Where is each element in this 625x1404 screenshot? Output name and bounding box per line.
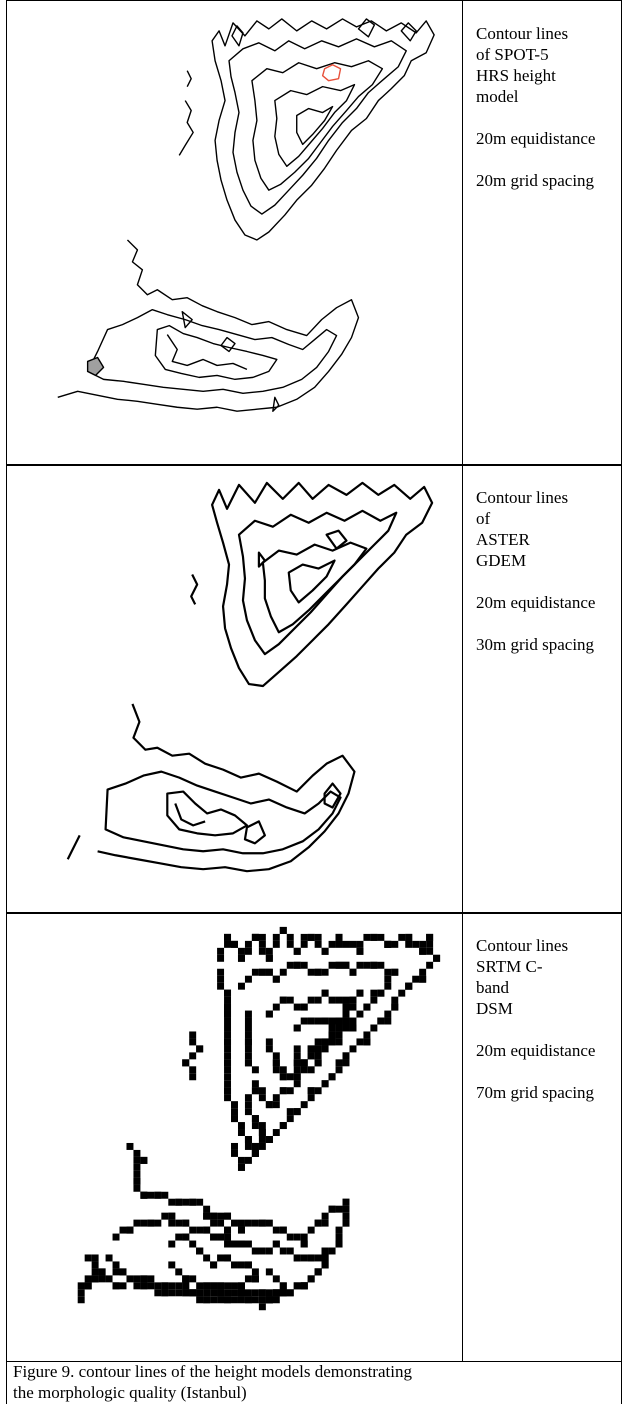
column-divider — [462, 1, 463, 465]
contour-map-srtm — [77, 926, 441, 1311]
desc-line: Contour lines — [476, 24, 569, 43]
contour-map-spot5 — [57, 18, 435, 412]
desc-line: of SPOT-5 — [476, 45, 549, 64]
desc-line: SRTM C- — [476, 957, 543, 976]
desc-line: model — [476, 87, 519, 106]
grid-spacing-text: 70m grid spacing — [476, 1083, 595, 1102]
desc-line: ASTER — [476, 530, 530, 549]
caption-line: Figure 9. contour lines of the height mo… — [13, 1362, 412, 1381]
panel-aster: Contour lines of ASTER GDEM 20m equidist… — [6, 464, 622, 914]
equidistance-text: 20m equidistance — [476, 129, 596, 148]
desc-line: Contour lines — [476, 488, 569, 507]
panel-description: Contour lines of ASTER GDEM 20m equidist… — [476, 487, 622, 676]
equidistance-text: 20m equidistance — [476, 1041, 596, 1060]
contour-map-aster — [66, 481, 434, 873]
desc-line: GDEM — [476, 551, 527, 570]
grid-spacing-text: 30m grid spacing — [476, 635, 595, 654]
desc-line: band — [476, 978, 510, 997]
panel-description: Contour lines of SPOT-5 HRS height model… — [476, 23, 622, 212]
column-divider — [462, 913, 463, 1361]
column-divider — [462, 465, 463, 913]
desc-line: Contour lines — [476, 936, 569, 955]
grid-spacing-text: 20m grid spacing — [476, 171, 595, 190]
panel-srtm: Contour lines SRTM C- band DSM 20m equid… — [6, 912, 622, 1362]
figure-caption: Figure 9. contour lines of the height mo… — [6, 1360, 622, 1404]
caption-line: the morphologic quality (Istanbul) — [13, 1383, 247, 1402]
panel-spot5: Contour lines of SPOT-5 HRS height model… — [6, 0, 622, 466]
panel-description: Contour lines SRTM C- band DSM 20m equid… — [476, 935, 622, 1124]
desc-line: HRS height — [476, 66, 556, 85]
desc-line: DSM — [476, 999, 513, 1018]
desc-line: of — [476, 509, 491, 528]
equidistance-text: 20m equidistance — [476, 593, 596, 612]
